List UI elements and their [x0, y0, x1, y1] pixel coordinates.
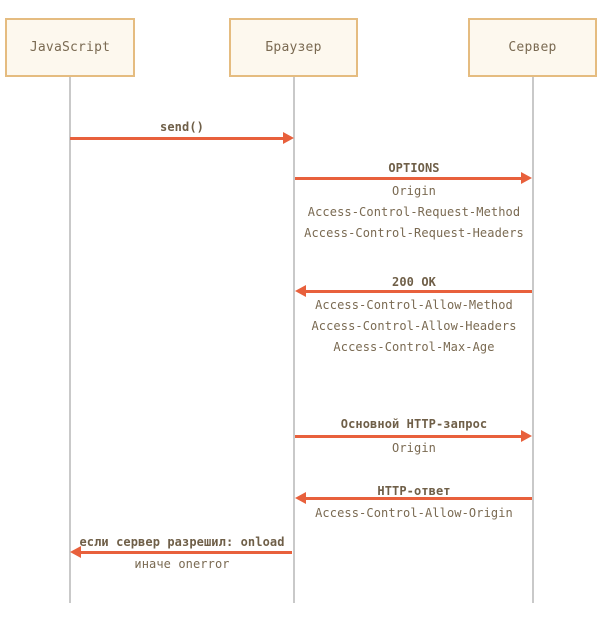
message-title-main-response: HTTP-ответ: [377, 484, 451, 498]
arrow-line-callback: [81, 551, 292, 554]
message-title-callback: если сервер разрешил: onload: [79, 535, 285, 549]
arrow-head-main-request: [521, 430, 532, 442]
arrow-head-main-response: [295, 492, 306, 504]
lifeline-browser: [293, 77, 295, 603]
message-detail-preflight-response-2: Access-Control-Max-Age: [333, 340, 495, 354]
message-detail-main-request-0: Origin: [392, 441, 436, 455]
lifeline-javascript: [69, 77, 71, 603]
message-detail-main-response-0: Access-Control-Allow-Origin: [315, 506, 513, 520]
arrow-head-preflight-options: [521, 172, 532, 184]
message-title-preflight-response: 200 OK: [392, 275, 436, 289]
actor-label-javascript: JavaScript: [29, 40, 111, 55]
arrow-line-send: [70, 137, 283, 140]
message-detail-callback-0: иначе onerror: [134, 557, 230, 571]
arrow-head-preflight-response: [295, 285, 306, 297]
actor-label-server: Сервер: [508, 40, 557, 55]
arrow-head-callback: [70, 546, 81, 558]
actor-label-browser: Браузер: [265, 40, 322, 55]
message-title-preflight-options: OPTIONS: [388, 161, 440, 175]
message-detail-preflight-response-0: Access-Control-Allow-Method: [315, 298, 513, 312]
lifeline-server: [532, 77, 534, 603]
arrow-line-preflight-options: [295, 177, 521, 180]
message-detail-preflight-options-0: Origin: [392, 184, 436, 198]
message-detail-preflight-response-1: Access-Control-Allow-Headers: [311, 319, 517, 333]
message-detail-preflight-options-1: Access-Control-Request-Method: [307, 205, 521, 219]
arrow-head-send: [283, 132, 294, 144]
actor-box-server: Сервер: [468, 18, 597, 77]
message-title-send: send(): [160, 120, 204, 134]
arrow-line-main-response: [306, 497, 532, 500]
actor-box-javascript: JavaScript: [5, 18, 135, 77]
message-detail-preflight-options-2: Access-Control-Request-Headers: [304, 226, 524, 240]
actor-box-browser: Браузер: [229, 18, 358, 77]
message-title-main-request: Основной HTTP-запрос: [340, 417, 488, 431]
arrow-line-preflight-response: [306, 290, 532, 293]
arrow-line-main-request: [295, 435, 521, 438]
